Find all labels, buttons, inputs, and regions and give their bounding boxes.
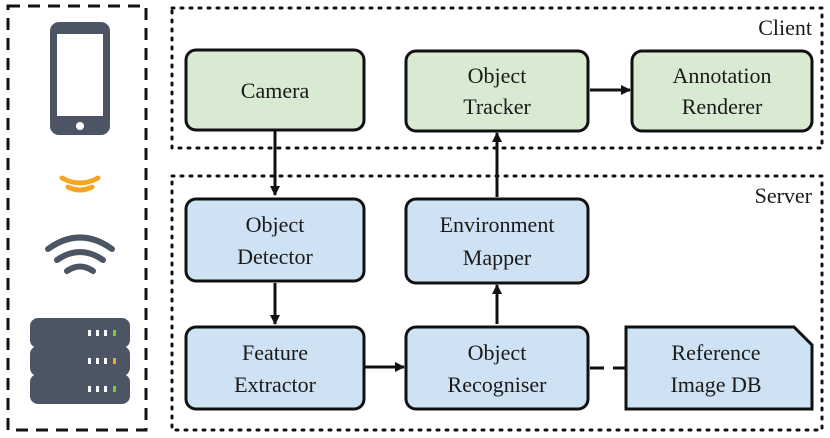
node-annotation-renderer: Annotation Renderer bbox=[630, 49, 814, 133]
node-object-detector: Object Detector bbox=[184, 197, 366, 283]
node-object-detector-line2: Detector bbox=[237, 244, 313, 269]
edges bbox=[270, 85, 631, 372]
node-feature-extractor-line2: Extractor bbox=[234, 372, 317, 397]
smartphone-icon bbox=[50, 22, 110, 135]
node-object-recogniser-line1: Object bbox=[468, 340, 527, 365]
node-object-tracker: Object Tracker bbox=[404, 49, 590, 133]
node-object-detector-line1: Object bbox=[246, 212, 305, 237]
wifi-icon bbox=[45, 234, 115, 274]
node-reference-image-db: Reference Image DB bbox=[624, 325, 814, 411]
node-feature-extractor: Feature Extractor bbox=[184, 325, 366, 411]
node-object-tracker-line1: Object bbox=[468, 63, 527, 88]
node-object-tracker-line2: Tracker bbox=[463, 94, 531, 119]
node-annotation-renderer-line1: Annotation bbox=[673, 63, 772, 88]
node-feature-extractor-line1: Feature bbox=[242, 340, 308, 365]
server-region-label: Server bbox=[755, 183, 813, 208]
client-region-label: Client bbox=[758, 15, 812, 40]
node-environment-mapper-line2: Mapper bbox=[463, 245, 532, 270]
node-camera-label: Camera bbox=[241, 78, 310, 103]
node-object-recogniser-line2: Recogniser bbox=[448, 372, 548, 397]
node-environment-mapper: Environment Mapper bbox=[404, 197, 590, 285]
wireless-signal-icon bbox=[59, 175, 101, 193]
node-camera: Camera bbox=[184, 48, 366, 132]
node-reference-image-db-line2: Image DB bbox=[670, 372, 761, 397]
server-rack-icon bbox=[30, 318, 130, 404]
node-reference-image-db-line1: Reference bbox=[671, 340, 760, 365]
node-object-recogniser: Object Recogniser bbox=[404, 325, 590, 411]
device-legend-panel bbox=[6, 4, 148, 432]
node-environment-mapper-line1: Environment bbox=[440, 212, 555, 237]
node-annotation-renderer-line2: Renderer bbox=[682, 94, 763, 119]
